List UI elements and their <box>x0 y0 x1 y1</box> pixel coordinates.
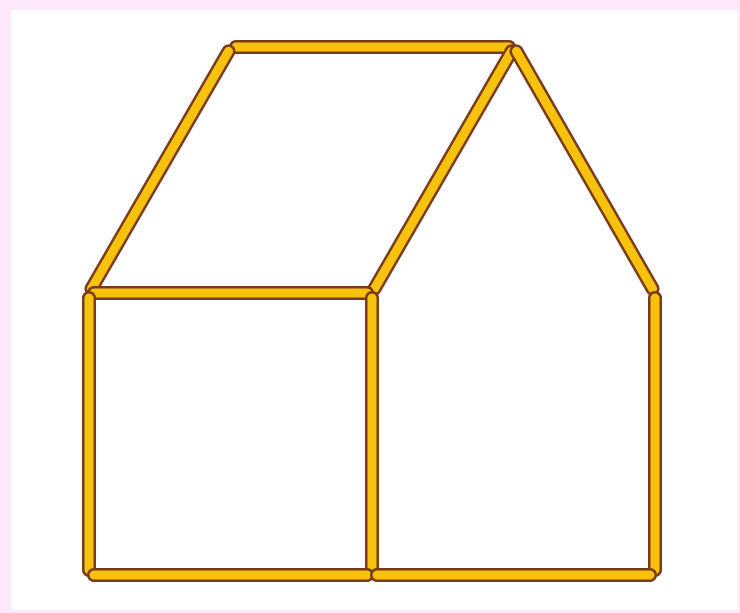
matchstick-diagram <box>0 0 740 613</box>
